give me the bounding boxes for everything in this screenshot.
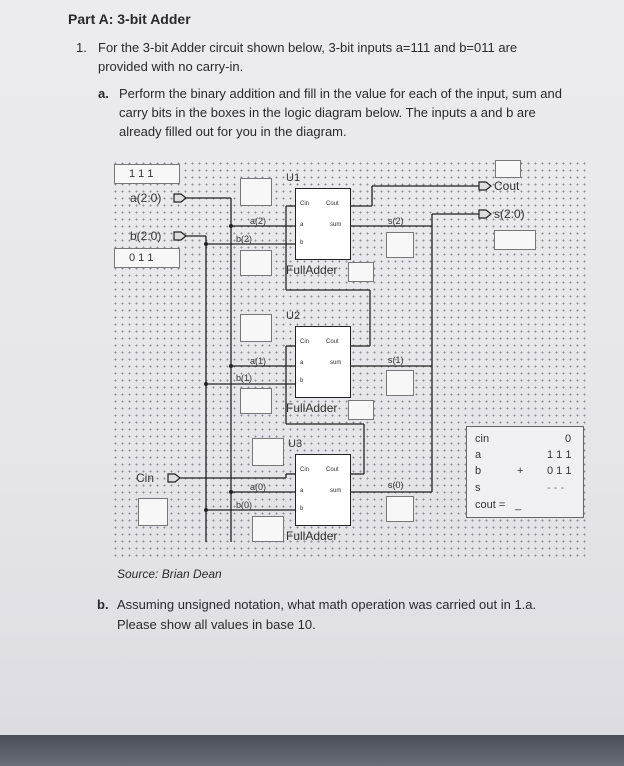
u2-a-label: a(1) [250,356,267,366]
part-heading: Part A: 3-bit Adder [68,11,191,27]
u2-sum-pin: sum [330,360,342,366]
cin-answer-box[interactable] [138,498,168,526]
u3-sum-pin: sum [330,488,342,494]
u1-b-label: b(2) [236,234,253,244]
u1-b-answer-box[interactable] [240,250,272,276]
input-a-value-box: 1 1 1 [114,164,180,184]
question-1-line-1: For the 3-bit Adder circuit shown below,… [98,40,518,55]
logic-diagram: 1 1 1 a(2:0) b(2:0) 0 1 1 Cin Cout s(2:0… [112,160,587,560]
u1-a-label: a(2) [250,216,267,226]
table-a-label: a [475,449,482,461]
table-b-label: b [475,465,482,477]
u1-type-label: FullAdder [286,263,338,277]
u1-cout-answer-box[interactable] [348,262,374,282]
s-output-label: s(2:0) [494,207,525,221]
table-plus-sign: + [517,465,524,477]
u2-b-label: b(1) [236,373,253,383]
binary-addition-table: cin 0 a 1 1 1 b + 0 1 1 s - - - cout = _ [466,426,584,518]
u1-s-label: s(2) [388,216,404,226]
question-1-line-2: provided with no carry-in. [98,59,244,74]
adder-u1-name: U1 [286,172,301,184]
u1-cin-pin: Cin [300,201,310,207]
u2-cin-pin: Cin [300,339,310,345]
question-b-label: b. [97,597,109,612]
u2-sum-answer-box[interactable] [386,370,414,396]
question-a-label: a. [98,86,109,101]
table-s-label: s [475,482,481,494]
u3-sum-answer-box[interactable] [386,496,414,522]
adder-u3-name: U3 [288,438,303,450]
table-surface [0,735,624,766]
u3-s-label: s(0) [388,480,404,490]
u1-a-pin: a [300,222,304,228]
input-b-label: b(2:0) [130,229,162,243]
u3-type-label: FullAdder [286,529,338,543]
table-cin-value: 0 [565,433,572,445]
u2-b-answer-box[interactable] [240,388,272,414]
u3-a-pin: a [300,488,304,494]
u2-cin-answer-box[interactable] [240,314,272,342]
input-a-label: a(2:0) [130,191,162,205]
u3-cin-pin: Cin [300,467,310,473]
u2-b-pin: b [300,378,304,384]
table-b-value: 0 1 1 [547,465,572,477]
wiring [167,181,492,542]
table-cout-blank[interactable]: _ [515,499,522,511]
full-adder-u2: Cin Cout a sum b [295,326,351,398]
u1-sum-pin: sum [330,222,342,228]
u2-s-label: s(1) [388,355,404,365]
question-a-line-3: already filled out for you in the diagra… [119,124,347,139]
u2-cout-answer-box[interactable] [348,400,374,420]
full-adder-u3: Cin Cout a sum b [295,454,351,526]
u1-cout-pin: Cout [326,201,339,207]
u1-sum-answer-box[interactable] [386,232,414,258]
table-a-value: 1 1 1 [547,449,572,461]
u3-b-answer-box[interactable] [252,516,284,542]
u2-a-pin: a [300,360,304,366]
u3-a-label: a(0) [250,482,267,492]
question-b-line-1: Assuming unsigned notation, what math op… [117,597,537,612]
u3-cout-pin: Cout [326,467,339,473]
full-adder-u1: Cin Cout a sum b [295,188,351,260]
u3-b-label: b(0) [236,500,253,510]
u2-type-label: FullAdder [286,401,338,415]
question-a-line-1: Perform the binary addition and fill in … [119,86,562,101]
u2-cout-pin: Cout [326,339,339,345]
question-b-line-2: Please show all values in base 10. [117,617,316,632]
question-a-line-2: carry bits in the boxes in the logic dia… [119,105,536,120]
u1-b-pin: b [300,240,304,246]
input-b-value: 0 1 1 [129,252,154,264]
u1-cin-answer-box[interactable] [240,178,272,206]
cout-answer-box[interactable] [495,160,521,178]
table-cin-label: cin [475,433,490,445]
source-credit: Source: Brian Dean [117,567,222,581]
input-b-value-box: 0 1 1 [114,248,180,268]
table-sum-dashes: - - - [547,482,565,494]
table-cout-label: cout = [475,499,506,511]
s-output-answer-box[interactable] [494,230,536,250]
adder-u2-name: U2 [286,310,301,322]
u3-cin-answer-box[interactable] [252,438,284,466]
input-a-value: 1 1 1 [129,168,154,180]
question-1-number: 1. [76,40,87,55]
u3-b-pin: b [300,506,304,512]
cin-label: Cin [136,471,155,485]
cout-label: Cout [494,179,520,193]
